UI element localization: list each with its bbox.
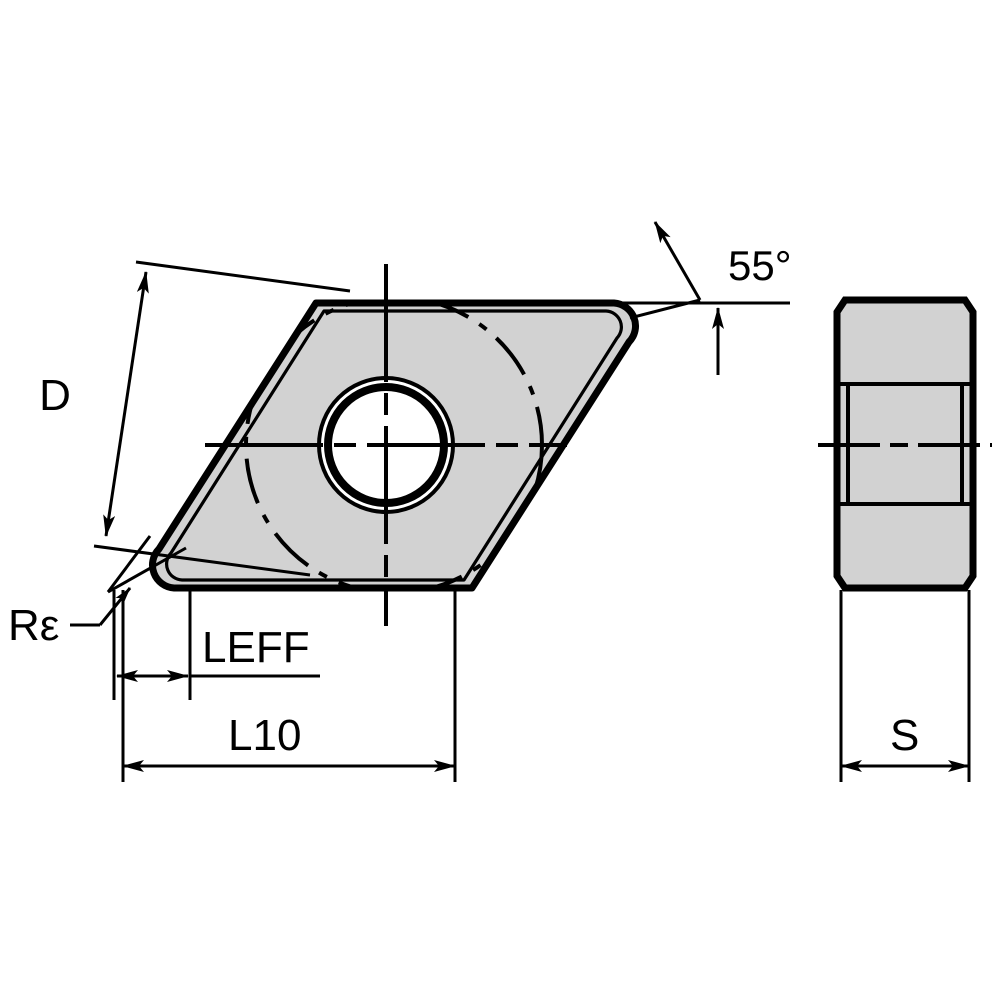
dimension-L10-group: L10 bbox=[121, 590, 457, 782]
dimension-corner-radius-group: Rε bbox=[8, 535, 187, 650]
angle-label: 55° bbox=[728, 242, 792, 289]
dimension-S-group: S bbox=[839, 590, 971, 782]
L10-label: L10 bbox=[228, 711, 301, 760]
corner-radius-construction-2 bbox=[106, 535, 152, 593]
dimension-D-group: D bbox=[39, 260, 351, 577]
side-view-group bbox=[818, 296, 992, 592]
dimension-D-witness-bottom bbox=[93, 544, 311, 577]
top-view-group bbox=[148, 264, 640, 626]
insert-land-line bbox=[165, 309, 623, 582]
dimension-angle-group: 55° bbox=[612, 221, 792, 375]
angle-leader-inclined bbox=[653, 221, 702, 301]
LEFF-label: LEFF bbox=[202, 623, 310, 672]
S-label: S bbox=[890, 711, 919, 760]
dimension-D-label: D bbox=[39, 371, 71, 420]
dimension-D-witness-top bbox=[135, 260, 351, 293]
corner-radius-label: Rε bbox=[8, 601, 59, 650]
dimension-D-arrow bbox=[103, 271, 149, 537]
corner-radius-construction-1 bbox=[107, 546, 187, 594]
dimension-LEFF-group: LEFF bbox=[112, 590, 320, 700]
angle-leader-inclined-lower bbox=[629, 298, 701, 320]
